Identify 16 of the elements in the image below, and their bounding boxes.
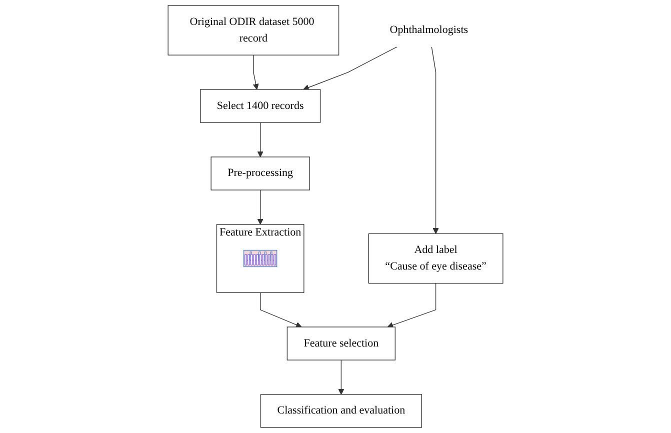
arrow	[257, 122, 264, 158]
node-box: Classification and evaluation	[260, 394, 422, 428]
arrow	[260, 292, 302, 328]
arrow	[303, 46, 398, 90]
arrow	[338, 360, 344, 395]
node-box: Feature selection	[286, 326, 396, 360]
node-box: Original ODIR dataset 5000 record	[168, 5, 340, 56]
arrow	[387, 282, 436, 328]
node-box: Pre-processing	[210, 156, 310, 190]
arrow	[252, 54, 259, 90]
cluster: Feature Extraction	[216, 224, 304, 293]
arrow	[257, 190, 264, 225]
node-box: Add label “Cause of eye disease”	[368, 233, 504, 284]
node-text: Ophthalmologists	[390, 24, 468, 36]
node-box: Select 1400 records	[200, 89, 321, 123]
arrow	[431, 46, 439, 234]
